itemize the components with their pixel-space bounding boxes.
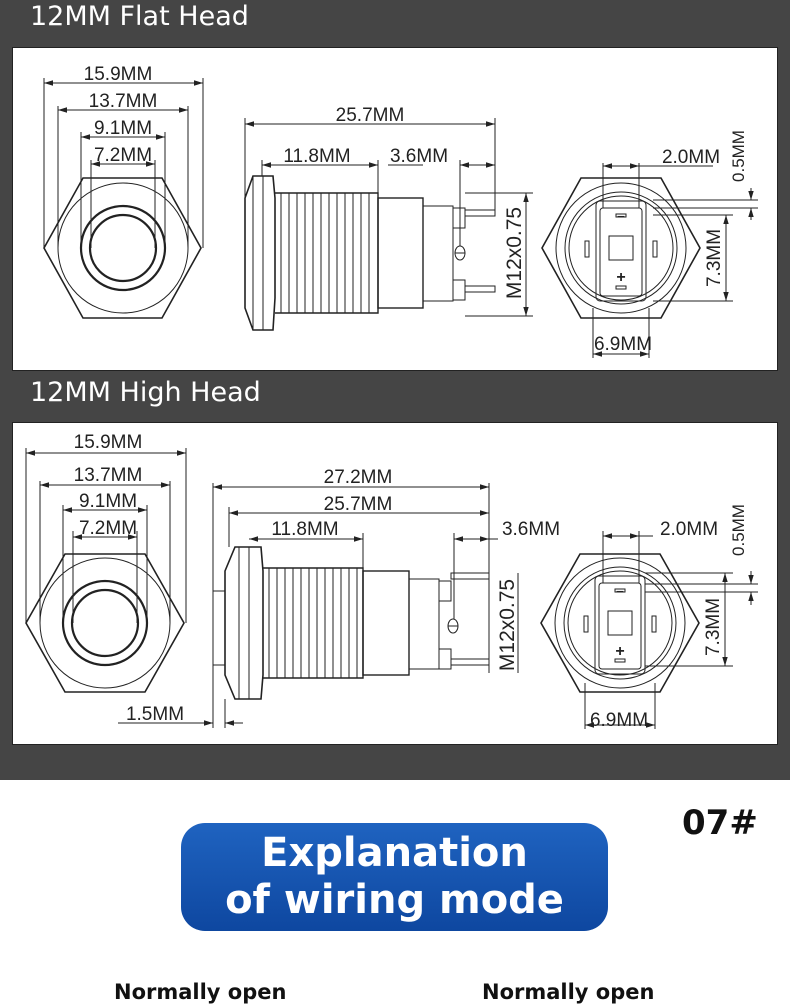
flat-rear-view bbox=[541, 163, 758, 358]
high-dim-0-5: 0.5MM bbox=[729, 504, 748, 556]
high-dim-13-7: 13.7MM bbox=[74, 465, 143, 486]
high-dim-15-9: 15.9MM bbox=[74, 432, 143, 453]
high-head-drawing: 15.9MM 13.7MM 9.1MM 7.2MM 27.2MM 25.7MM … bbox=[25, 432, 758, 731]
high-dim-9-1: 9.1MM bbox=[79, 491, 137, 512]
flat-dim-9-1: 9.1MM bbox=[94, 118, 152, 139]
high-plus-symbol: + bbox=[615, 643, 624, 660]
high-dim-1-5: 1.5MM bbox=[126, 704, 184, 725]
flat-minus-symbol: − bbox=[617, 208, 625, 224]
high-dim-25-7: 25.7MM bbox=[324, 494, 393, 515]
high-dim-11-8: 11.8MM bbox=[271, 519, 338, 540]
high-dim-2-0: 2.0MM bbox=[660, 519, 718, 540]
mode-label-right: Normally open bbox=[482, 980, 655, 1004]
wiring-title-line1: Explanation bbox=[261, 830, 528, 876]
flat-dim-25-7: 25.7MM bbox=[336, 105, 405, 126]
flat-front-view bbox=[43, 78, 204, 319]
flat-dim-15-9: 15.9MM bbox=[84, 64, 153, 85]
high-front-view bbox=[25, 448, 187, 693]
flat-dim-3-6: 3.6MM bbox=[390, 146, 448, 167]
high-dim-7-2: 7.2MM bbox=[79, 518, 137, 539]
high-dim-27-2: 27.2MM bbox=[324, 467, 393, 488]
flat-plus-symbol: + bbox=[616, 269, 625, 286]
flat-dim-11-8: 11.8MM bbox=[283, 146, 350, 167]
high-dim-3-6: 3.6MM bbox=[502, 519, 560, 540]
high-head-panel: 15.9MM 13.7MM 9.1MM 7.2MM 27.2MM 25.7MM … bbox=[12, 422, 778, 745]
drawing-sheet: 12MM Flat Head bbox=[0, 0, 790, 780]
high-thread-spec: M12x0.75 bbox=[496, 579, 519, 671]
high-minus-symbol: − bbox=[616, 583, 624, 599]
flat-side-view bbox=[244, 118, 533, 331]
high-rear-view bbox=[540, 531, 758, 729]
flat-dim-7-2: 7.2MM bbox=[94, 145, 152, 166]
flat-dim-7-3: 7.3MM bbox=[704, 229, 725, 287]
flat-thread-spec: M12x0.75 bbox=[503, 207, 526, 299]
wiring-title-line2: of wiring mode bbox=[225, 877, 564, 923]
flat-dim-6-9: 6.9MM bbox=[594, 334, 652, 355]
high-head-title: 12MM High Head bbox=[30, 377, 261, 408]
flat-dim-2-0: 2.0MM bbox=[662, 147, 720, 168]
wiring-mode-badge: Explanation of wiring mode bbox=[181, 823, 608, 931]
model-code: 07# bbox=[682, 803, 758, 843]
flat-head-drawing: 15.9MM 13.7MM 9.1MM 7.2MM 25.7MM 11.8MM … bbox=[43, 64, 758, 358]
flat-dim-13-7: 13.7MM bbox=[89, 91, 158, 112]
high-dim-6-9: 6.9MM bbox=[590, 710, 648, 731]
high-side-view bbox=[118, 483, 519, 728]
flat-head-panel: 15.9MM 13.7MM 9.1MM 7.2MM 25.7MM 11.8MM … bbox=[12, 47, 778, 371]
flat-head-title: 12MM Flat Head bbox=[30, 1, 249, 32]
mode-label-left: Normally open bbox=[114, 980, 287, 1004]
high-dim-7-3: 7.3MM bbox=[703, 598, 724, 656]
flat-dim-0-5: 0.5MM bbox=[729, 130, 748, 182]
